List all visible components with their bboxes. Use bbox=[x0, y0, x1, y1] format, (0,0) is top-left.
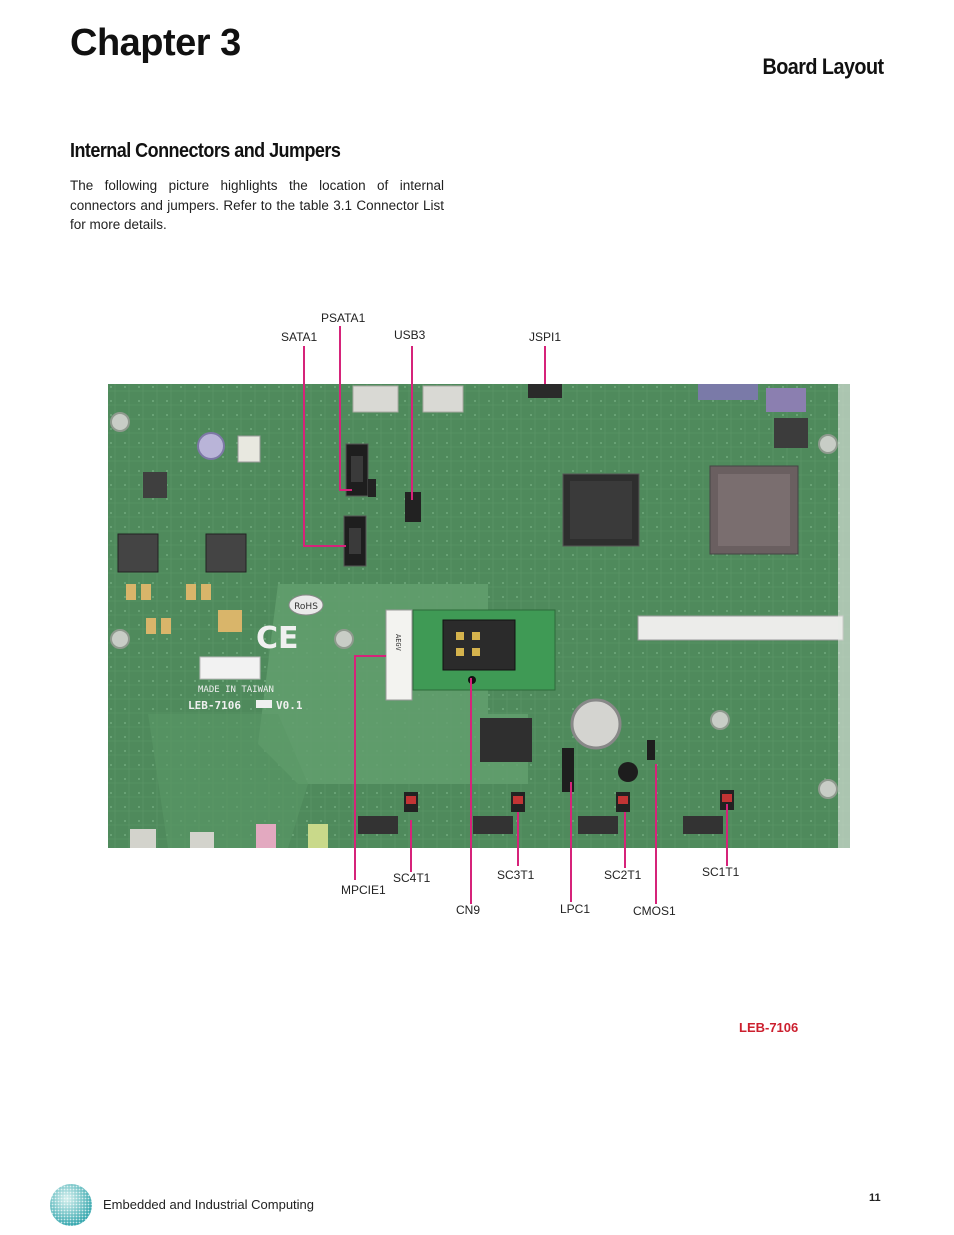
label-sc3t1: SC3T1 bbox=[497, 868, 535, 882]
label-lpc1: LPC1 bbox=[560, 902, 591, 916]
label-cmos1: CMOS1 bbox=[633, 904, 676, 918]
label-sc4t1: SC4T1 bbox=[393, 871, 431, 885]
sub-heading: Internal Connectors and Jumpers bbox=[70, 140, 341, 162]
label-usb3: USB3 bbox=[394, 328, 426, 342]
svg-text:AEGV: AEGV bbox=[394, 634, 402, 652]
rohs-text: RoHS bbox=[294, 602, 318, 612]
chapter-title: Chapter 3 bbox=[70, 22, 241, 64]
ce-mark: CE bbox=[256, 621, 299, 656]
label-psata1: PSATA1 bbox=[321, 311, 366, 325]
section-title: Board Layout bbox=[762, 54, 885, 79]
label-sc1t1: SC1T1 bbox=[702, 865, 740, 879]
page-number: 11 bbox=[869, 1192, 881, 1204]
made-in-text: MADE IN TAIWAN bbox=[198, 685, 274, 695]
label-jspi1: JSPI1 bbox=[529, 330, 562, 344]
label-mpcie1: MPCIE1 bbox=[341, 883, 386, 897]
label-cn9: CN9 bbox=[456, 903, 481, 917]
figure-caption: LEB-7106 bbox=[739, 1020, 799, 1035]
company-logo-icon bbox=[50, 1184, 92, 1226]
jspi1-header bbox=[528, 384, 562, 398]
footer-company: Embedded and Industrial Computing bbox=[103, 1197, 315, 1212]
board-image: RoHS CE MADE IN TAIWAN LEB-7106 V0.1 AEG… bbox=[108, 384, 850, 848]
intro-paragraph: The following picture highlights the loc… bbox=[70, 178, 444, 232]
label-sata1: SATA1 bbox=[281, 330, 318, 344]
version-silkscreen: V0.1 bbox=[276, 699, 303, 712]
model-silkscreen: LEB-7106 bbox=[188, 699, 241, 712]
label-sc2t1: SC2T1 bbox=[604, 868, 642, 882]
